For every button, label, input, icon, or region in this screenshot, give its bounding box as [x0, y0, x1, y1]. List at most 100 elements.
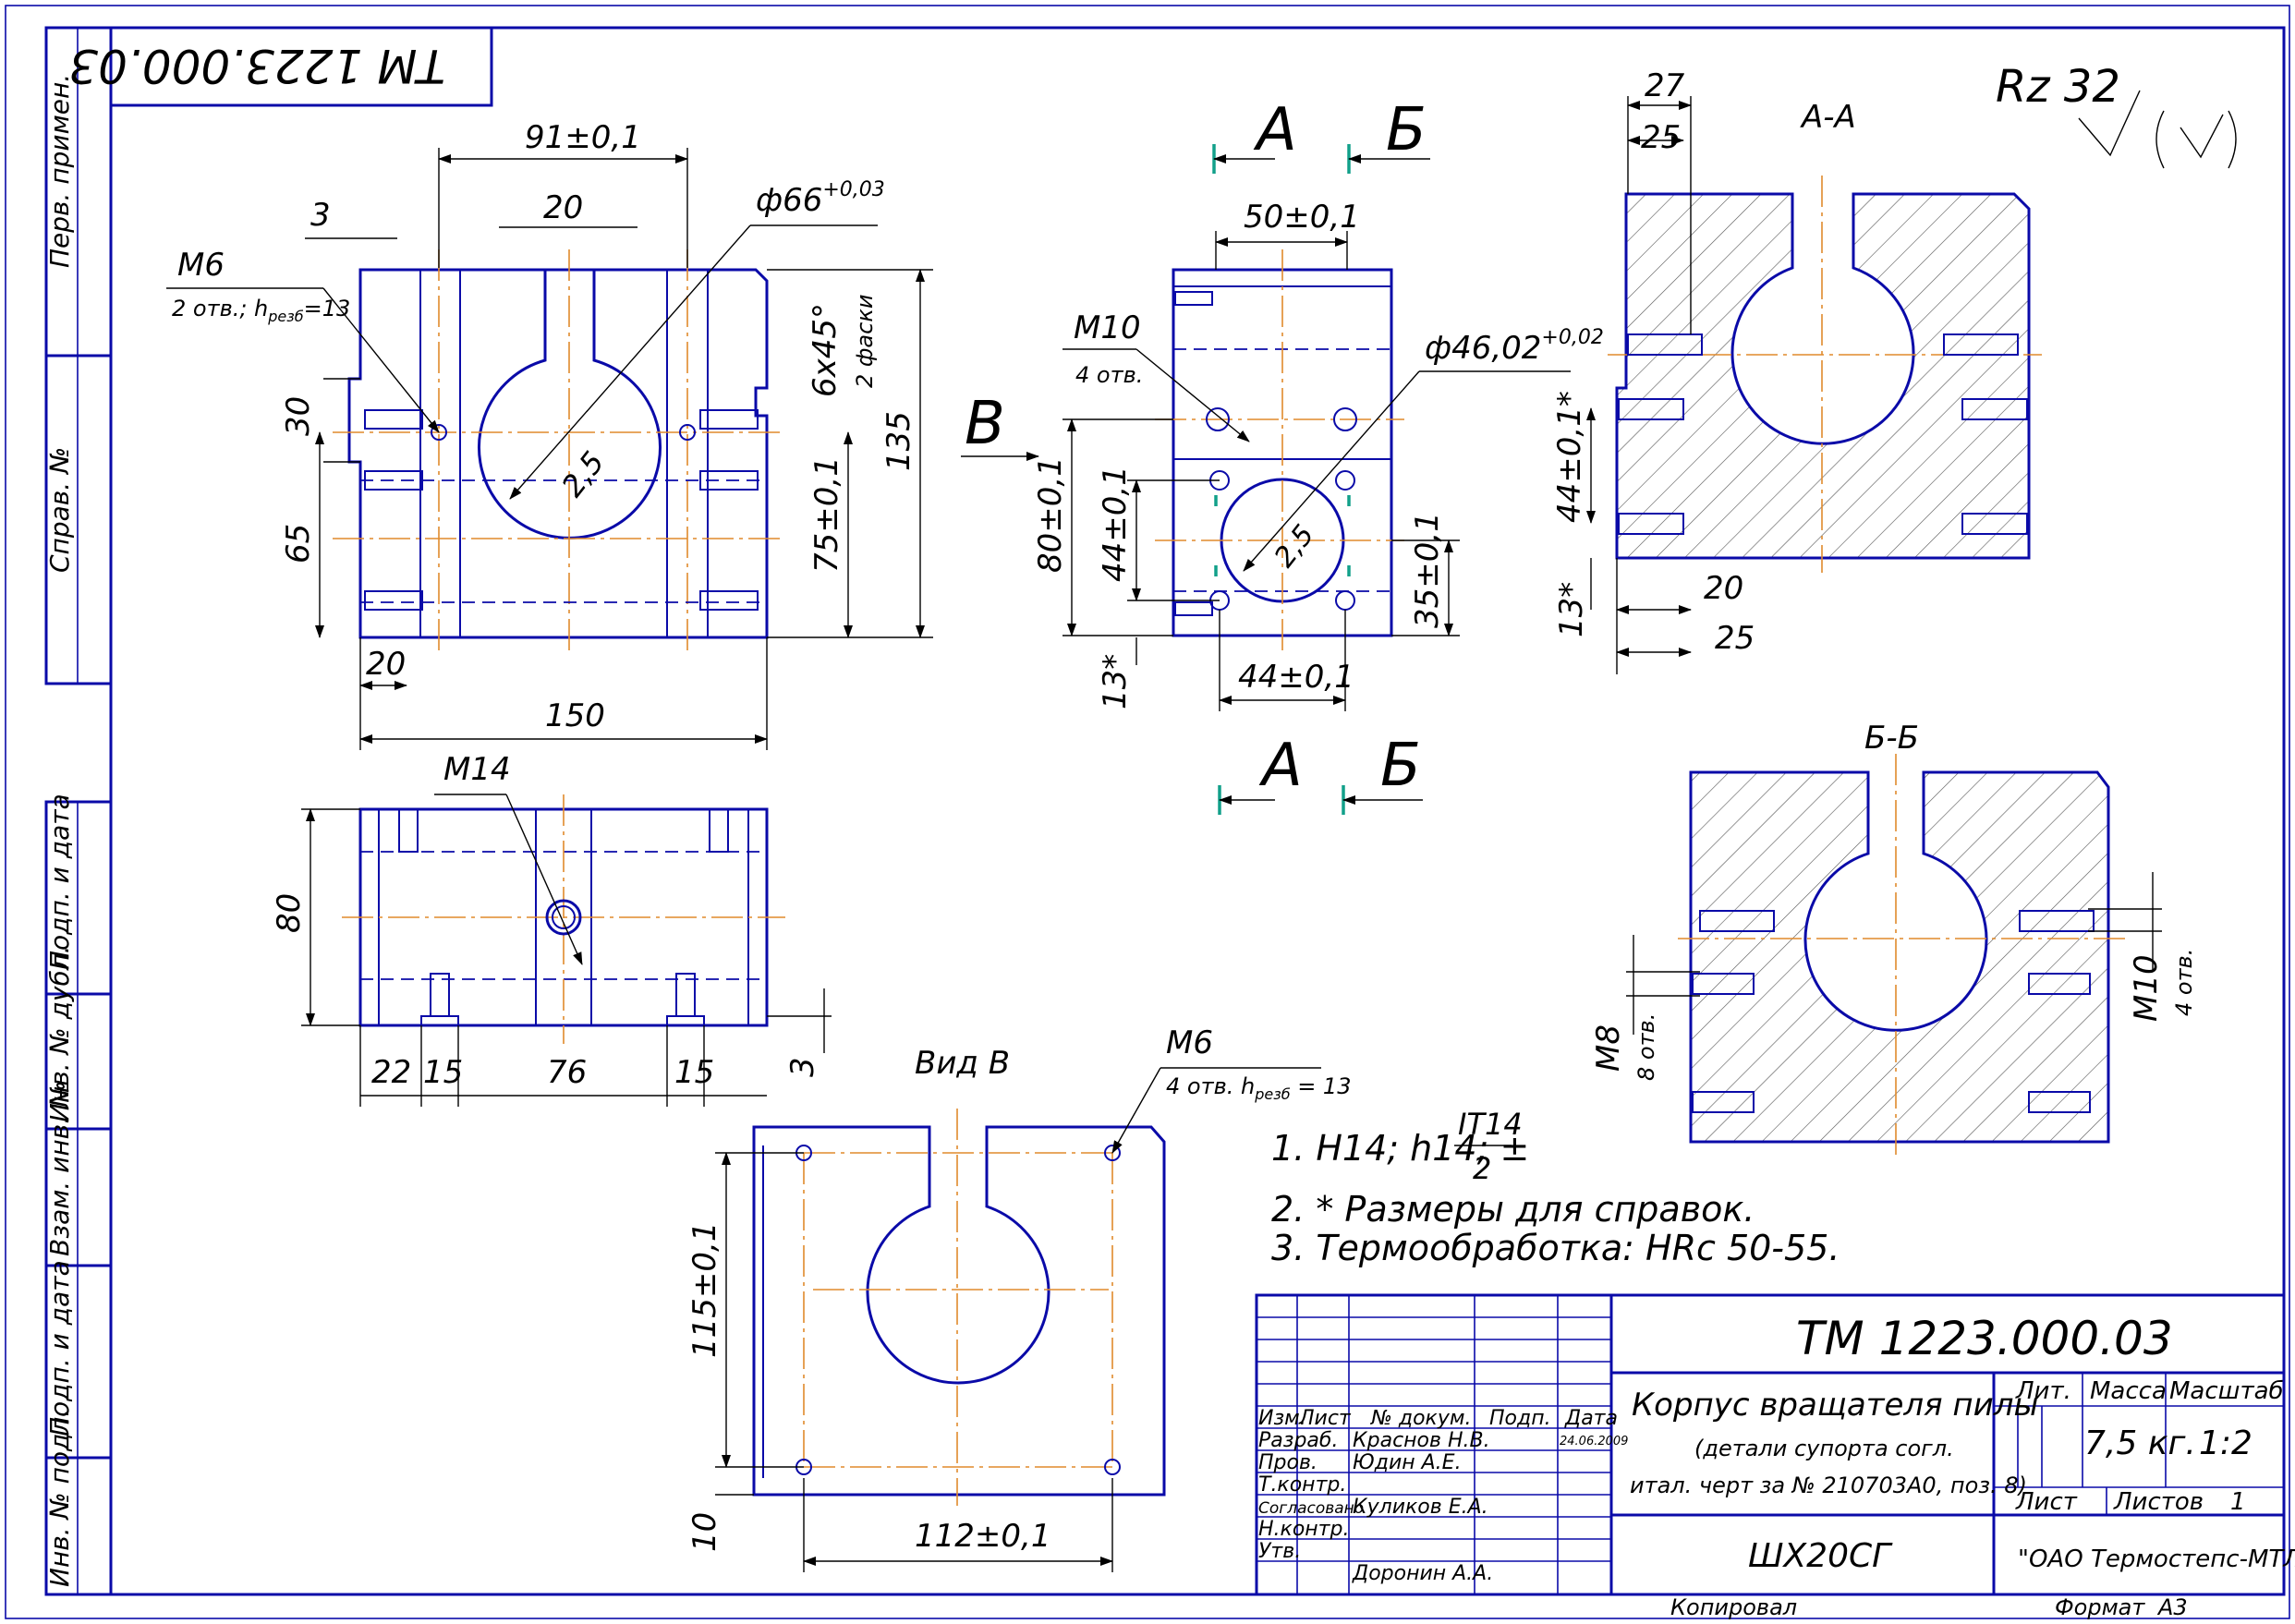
format-label: Формат	[2055, 1594, 2145, 1620]
svg-text:М8: М8	[1590, 1024, 1627, 1072]
svg-text:4 отв.: 4 отв.	[2171, 949, 2197, 1016]
svg-text:М10: М10	[2128, 954, 2165, 1022]
svg-text:Б-Б: Б-Б	[1864, 720, 1919, 757]
svg-text:50±0,1: 50±0,1	[1244, 199, 1360, 236]
svg-text:2,5: 2,5	[554, 444, 611, 503]
stamp-sheet-label: Лист	[2015, 1488, 2078, 1516]
svg-text:25: 25	[1641, 119, 1681, 156]
front-view-dims: 91±0,1 20 3 М6 2 отв.; hрезб=13 ф66+0,03…	[166, 119, 933, 750]
svg-text:112±0,1: 112±0,1	[915, 1518, 1050, 1555]
side-label-sprav: Справ. №	[44, 447, 75, 573]
svg-text:135: 135	[880, 411, 917, 471]
svg-text:30: 30	[280, 396, 317, 436]
side-label-inv-podl: Инв. № подл.	[44, 1409, 75, 1587]
svg-text:ф66+0,03: ф66+0,03	[756, 178, 885, 219]
row-razrab: Разраб.	[1258, 1429, 1338, 1452]
side-label-podp2: Подп. и дата	[44, 1260, 75, 1436]
stamp-sheets: 1	[2230, 1488, 2246, 1516]
svg-text:Б: Б	[1386, 96, 1427, 164]
stamp-mass-label: Масса	[2090, 1377, 2167, 1405]
note-1-frac-bot: 2	[1473, 1151, 1491, 1186]
svg-text:М14: М14	[443, 751, 511, 788]
svg-text:76: 76	[547, 1054, 587, 1091]
bottom-view-dims: М14 80 3 22 15 76 15	[271, 751, 832, 1107]
stamp-material: ШХ20СГ	[1748, 1537, 1893, 1575]
svg-text:20: 20	[366, 646, 406, 683]
col-sign: Подп.	[1489, 1407, 1551, 1430]
svg-text:25: 25	[1715, 620, 1755, 657]
svg-text:2 фаски: 2 фаски	[852, 295, 878, 388]
svg-text:150: 150	[545, 697, 605, 734]
svg-text:13*: 13*	[1553, 582, 1590, 637]
svg-text:В: В	[965, 390, 1005, 458]
svg-text:44±0,1: 44±0,1	[1097, 466, 1134, 582]
name-soglas: Куликов Е.А.	[1353, 1496, 1488, 1519]
svg-text:10: 10	[686, 1512, 723, 1552]
svg-text:20: 20	[543, 189, 583, 226]
svg-text:27: 27	[1645, 67, 1685, 104]
section-a-a-dims: 27 25 44±0,1* 13* 20 25	[1551, 67, 1755, 674]
svg-text:3: 3	[310, 197, 331, 234]
svg-text:4 отв.: 4 отв.	[1075, 362, 1143, 388]
svg-text:М10: М10	[1074, 309, 1141, 346]
drawing-number-rotated: ТМ 1223.000.03	[68, 39, 445, 92]
name-utv: Доронин А.А.	[1352, 1562, 1493, 1585]
stamp-title-2: (детали супорта согл.	[1694, 1436, 1954, 1461]
row-soglas: Согласовано	[1258, 1499, 1364, 1518]
name-prov: Юдин А.Е.	[1353, 1451, 1462, 1474]
svg-text:Вид В: Вид В	[915, 1045, 1010, 1082]
title-block: Изм. Лист № докум. Подп. Дата Разраб. Пр…	[1255, 1293, 2295, 1596]
svg-text:20: 20	[1704, 570, 1743, 607]
note-1-frac-top: IT14	[1458, 1107, 1523, 1142]
svg-text:6х45°: 6х45°	[807, 303, 844, 397]
section-b-b: Б-Б	[1678, 720, 2125, 1158]
svg-text:ф46,02+0,02: ф46,02+0,02	[1425, 326, 1604, 367]
note-3: 3. Термообработка: HRc 50-55.	[1271, 1228, 1840, 1268]
svg-text:2 отв.; hрезб=13: 2 отв.; hрезб=13	[172, 296, 350, 325]
stamp-company: "ОАО Термостепс-МТЛ"	[2018, 1545, 2295, 1573]
row-utv: Утв.	[1258, 1540, 1301, 1563]
svg-text:75±0,1: 75±0,1	[808, 456, 845, 573]
copied-label: Копировал	[1670, 1594, 1797, 1620]
note-1: 1. Н14; h14; ±	[1271, 1128, 1529, 1169]
svg-text:А: А	[1258, 732, 1303, 800]
stamp-scale-label: Масштаб	[2169, 1377, 2284, 1405]
svg-text:13*: 13*	[1097, 654, 1134, 709]
stamp-title-3: итал. черт за № 210703А0, поз. 8)	[1630, 1473, 2027, 1498]
section-a-a: А-А	[1608, 99, 2042, 573]
name-razrab: Краснов Н.В.	[1353, 1429, 1490, 1452]
svg-text:А-А: А-А	[1800, 99, 1856, 136]
roughness-mark: Rz 32	[1996, 61, 2237, 169]
drawing-frame	[5, 5, 2290, 1619]
view-v-dims: М6 4 отв. hрезб = 13 115±0,1 10 112±0,1	[686, 1024, 1351, 1572]
svg-text:2,5: 2,5	[1269, 519, 1321, 574]
svg-text:22: 22	[371, 1054, 411, 1091]
svg-text:35±0,1: 35±0,1	[1409, 512, 1446, 628]
side-label-podp1: Подп. и дата	[44, 794, 75, 970]
col-list: Лист	[1298, 1407, 1352, 1430]
stamp-scale: 1:2	[2199, 1424, 2252, 1462]
svg-text:91±0,1: 91±0,1	[525, 119, 641, 156]
svg-text:Rz 32: Rz 32	[1996, 61, 2120, 113]
col-doc: № докум.	[1370, 1407, 1471, 1430]
view-v: Вид В	[752, 1045, 1166, 1506]
svg-text:15: 15	[674, 1054, 714, 1091]
section-b-b-dims: М8 8 отв. М10 4 отв.	[1590, 872, 2197, 1081]
side-labels: Перв. примен. Справ. № Подп. и дата Инв.…	[44, 74, 75, 1587]
stamp-drawing-number: ТМ 1223.000.03	[1796, 1312, 2173, 1365]
svg-text:М6: М6	[1166, 1024, 1213, 1061]
svg-text:65: 65	[280, 524, 317, 564]
row-tkontr: Т.контр.	[1258, 1473, 1346, 1497]
svg-text:44±0,1: 44±0,1	[1238, 659, 1354, 696]
cut-markers: А Б А Б В	[961, 96, 1430, 815]
svg-text:3: 3	[784, 1057, 821, 1077]
svg-text:80: 80	[271, 893, 308, 933]
side-view	[1155, 249, 1404, 656]
svg-text:115±0,1: 115±0,1	[686, 1222, 723, 1358]
side-view-dims: 50±0,1 М10 4 отв. ф46,02+0,02 2,5 80±0,1…	[1032, 199, 1604, 711]
svg-text:Б: Б	[1380, 732, 1421, 800]
svg-text:4 отв. hрезб = 13: 4 отв. hрезб = 13	[1166, 1073, 1351, 1103]
stamp-title-1: Корпус вращателя пилы	[1632, 1387, 2038, 1424]
stamp-sheets-label: Листов	[2113, 1488, 2204, 1516]
